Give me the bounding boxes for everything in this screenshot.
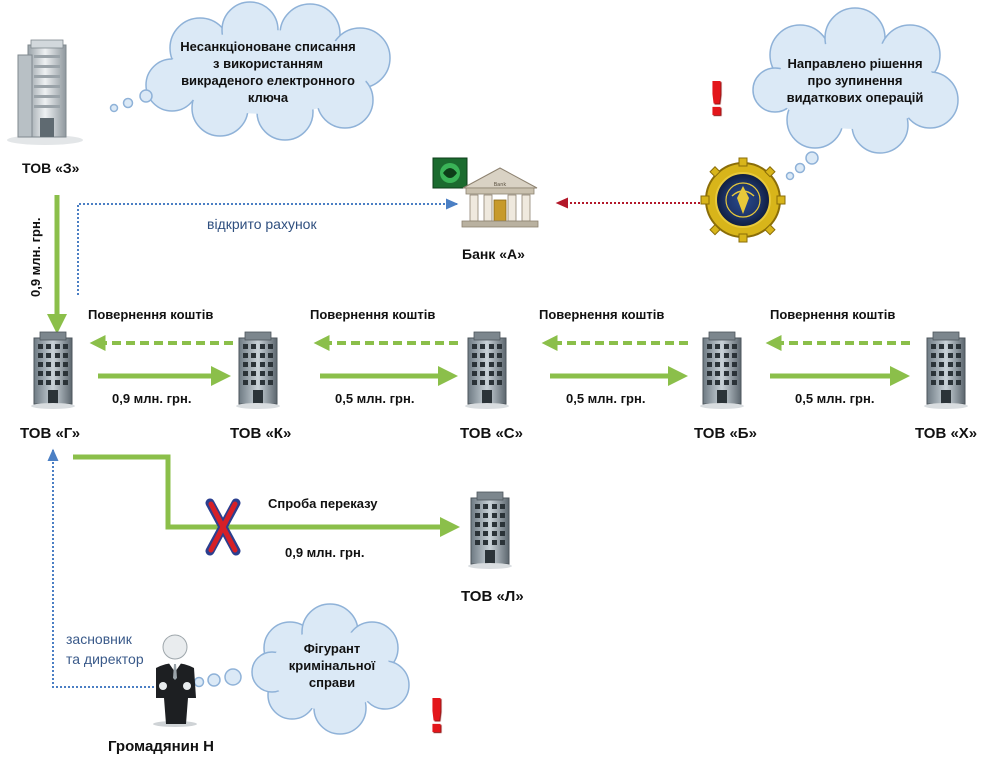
label-amount-b-to-x: 0,5 млн. грн. <box>795 391 875 406</box>
official-seal-icon <box>700 157 786 243</box>
label-amount-g-to-k: 0,9 млн. грн. <box>112 391 192 406</box>
blocked-cross-icon <box>205 498 241 556</box>
cloud-text-decision-sent: Направлено рішення про зупинення видатко… <box>786 56 924 105</box>
label-amount-s-to-b: 0,5 млн. грн. <box>566 391 646 406</box>
label-tov-b: ТОВ «Б» <box>694 425 757 442</box>
building-tov-z-icon <box>7 39 83 145</box>
label-amount-attempt: 0,9 млн. грн. <box>285 545 365 560</box>
exclamation-mark-top: ! <box>706 72 727 126</box>
svg-text:Bank: Bank <box>494 182 507 188</box>
label-account-opened: відкрито рахунок <box>207 216 317 232</box>
exclamation-mark-bottom: ! <box>426 689 447 743</box>
citizen-to-g-connector <box>47 448 158 688</box>
cloud-decision-sent <box>752 7 959 181</box>
building-tov-s-icon <box>464 331 510 410</box>
bank-icon: Bank <box>432 157 539 228</box>
building-tov-x-icon <box>923 331 969 410</box>
arrow-g-to-l <box>73 454 460 537</box>
label-return-funds-1: Повернення коштів <box>88 307 214 322</box>
building-tov-g-icon <box>30 331 76 410</box>
label-tov-k: ТОВ «К» <box>230 425 292 442</box>
label-return-funds-3: Повернення коштів <box>539 307 665 322</box>
label-transfer-attempt: Спроба переказу <box>268 496 378 511</box>
label-return-funds-4: Повернення коштів <box>770 307 896 322</box>
cloud-unauthorized-debit <box>109 1 391 141</box>
building-tov-l-icon <box>467 491 513 570</box>
label-bank-a: Банк «А» <box>462 246 525 262</box>
cloud-criminal-figurant <box>193 603 410 735</box>
label-tov-s: ТОВ «С» <box>460 425 523 442</box>
cloud-text-unauthorized-debit: Несанкціоноване списання з використанням… <box>180 39 356 105</box>
label-founder-director: засновник та директор <box>66 631 144 667</box>
label-amount-z-to-g: 0,9 млн. грн. <box>28 217 43 297</box>
building-tov-b-icon <box>699 331 745 410</box>
label-return-funds-2: Повернення коштів <box>310 307 436 322</box>
label-tov-z: ТОВ «З» <box>22 160 80 176</box>
label-citizen-n: Громадянин Н <box>108 738 214 755</box>
label-amount-k-to-s: 0,5 млн. грн. <box>335 391 415 406</box>
person-figure-icon <box>153 634 197 727</box>
label-tov-l: ТОВ «Л» <box>461 588 524 605</box>
label-tov-x: ТОВ «Х» <box>915 425 978 442</box>
cloud-text-criminal-figurant: Фігурант кримінальної справи <box>288 641 376 690</box>
label-tov-g: ТОВ «Г» <box>20 425 81 442</box>
building-tov-k-icon <box>235 331 281 410</box>
